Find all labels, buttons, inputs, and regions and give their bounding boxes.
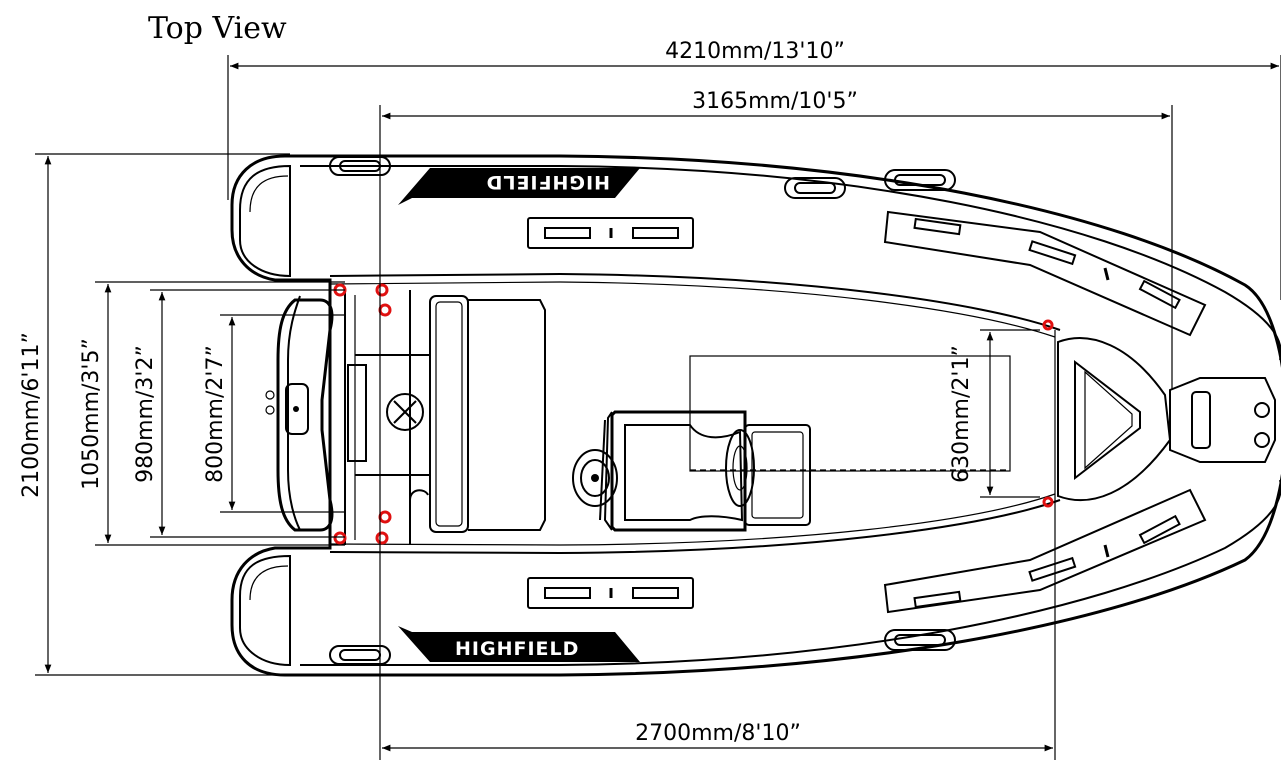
dim-inner-length: 3165mm/10'5” <box>692 89 858 114</box>
tube-inner-lower <box>300 479 1281 666</box>
brand-logo-lower: HIGHFIELD <box>398 626 640 662</box>
brand-logo-upper: HIGHFIELD <box>398 168 640 205</box>
bow-locker <box>1057 337 1172 502</box>
highlight-markers <box>333 283 1054 545</box>
dim-transom-width: 800mm/2'7” <box>203 345 228 483</box>
boat-hull <box>230 154 1281 677</box>
diagram-title: Top View <box>148 11 287 46</box>
dim-seat-width: 980mm/3'2” <box>133 345 158 483</box>
console-frame <box>689 355 1011 472</box>
dim-inner-beam: 1050mm/3'5” <box>79 338 104 490</box>
rear-bench-seat <box>347 295 546 533</box>
dim-overall-length: 4210mm/13'10” <box>665 39 845 64</box>
dim-console-width: 630mm/2'1” <box>949 345 974 483</box>
brand-text-upper: HIGHFIELD <box>486 171 610 193</box>
hull-outer-outline <box>230 154 1281 677</box>
tube-inner-upper <box>300 165 1281 361</box>
brand-text-lower: HIGHFIELD <box>455 638 579 660</box>
tube-panels <box>527 217 694 609</box>
dim-overall-beam: 2100mm/6'11” <box>19 332 44 498</box>
steering-wheel <box>572 449 618 507</box>
dim-floor-length: 2700mm/8'10” <box>635 721 801 746</box>
tube-deck-edge-lower <box>329 499 1061 555</box>
tube-deck-edge-upper <box>329 272 1061 331</box>
tube-handles <box>329 156 956 665</box>
dimension-lines <box>35 55 1281 760</box>
bow-fitting <box>1169 377 1276 463</box>
rub-strakes <box>883 210 1207 614</box>
